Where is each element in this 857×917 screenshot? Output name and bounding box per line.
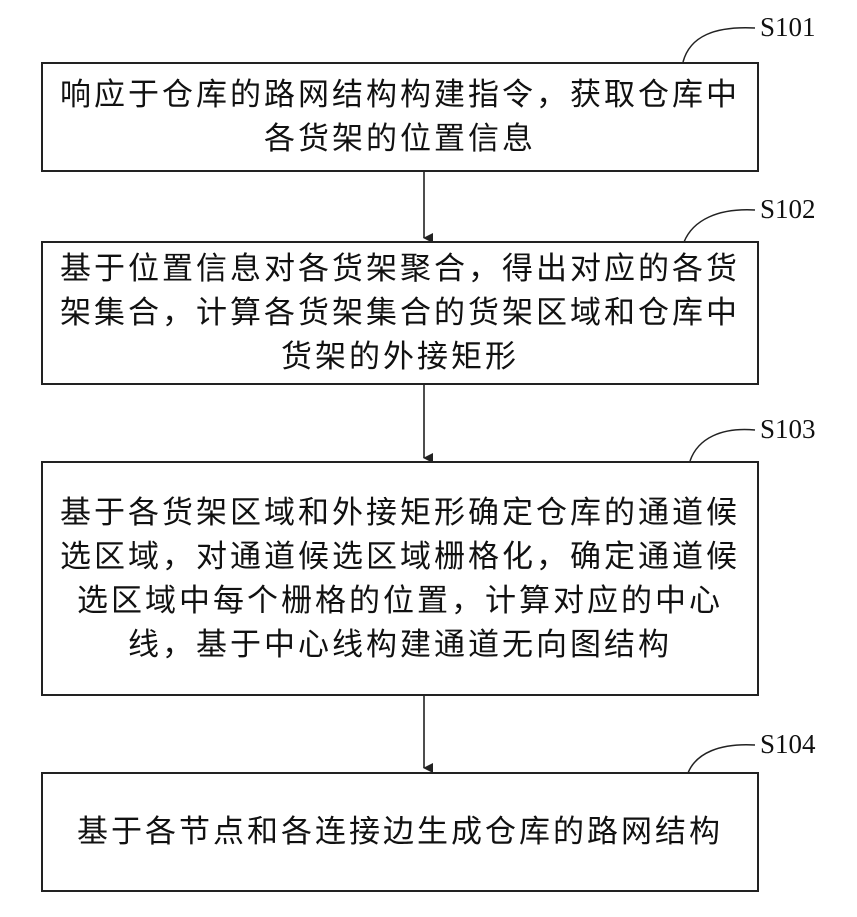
step-text-s104: 基于各节点和各连接边生成仓库的路网结构 xyxy=(77,810,723,854)
leader-s104 xyxy=(688,745,755,773)
leader-s103 xyxy=(690,430,755,461)
step-text-s103: 基于各货架区域和外接矩形确定仓库的通道候选区域，对通道候选区域栅格化，确定通道候… xyxy=(57,491,743,667)
step-box-s103: 基于各货架区域和外接矩形确定仓库的通道候选区域，对通道候选区域栅格化，确定通道候… xyxy=(41,461,759,696)
leader-s101 xyxy=(683,28,755,62)
step-box-s104: 基于各节点和各连接边生成仓库的路网结构 xyxy=(41,772,759,892)
step-label-s103: S103 xyxy=(760,414,816,444)
step-label-s102: S102 xyxy=(760,194,816,224)
step-label-s104: S104 xyxy=(760,729,816,759)
step-text-s101: 响应于仓库的路网结构构建指令，获取仓库中各货架的位置信息 xyxy=(57,73,743,161)
step-box-s101: 响应于仓库的路网结构构建指令，获取仓库中各货架的位置信息 xyxy=(41,62,759,172)
step-label-s101: S101 xyxy=(760,12,816,42)
step-box-s102: 基于位置信息对各货架聚合，得出对应的各货架集合，计算各货架集合的货架区域和仓库中… xyxy=(41,241,759,385)
step-text-s102: 基于位置信息对各货架聚合，得出对应的各货架集合，计算各货架集合的货架区域和仓库中… xyxy=(57,247,743,379)
leader-s102 xyxy=(684,210,755,242)
